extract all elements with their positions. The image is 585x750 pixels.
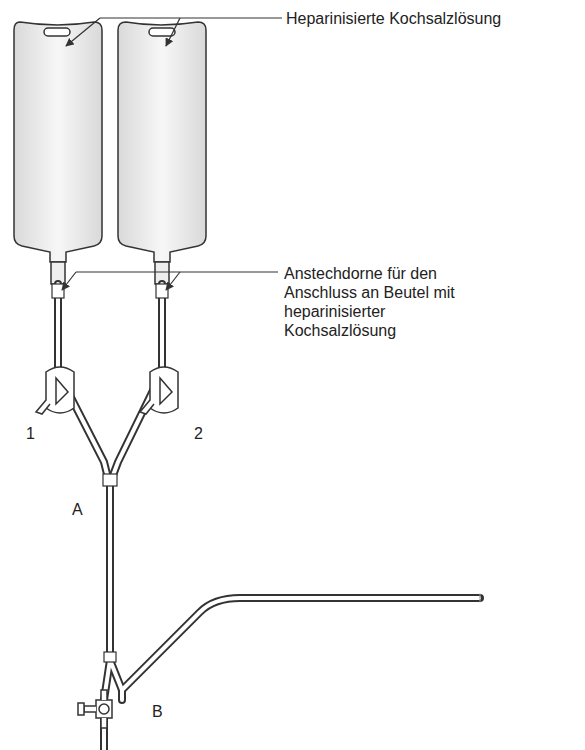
- callout-number: 1: [26, 424, 35, 443]
- callout-label: Heparinisierte Kochsalzlösung: [286, 9, 501, 28]
- part-letter: B: [152, 702, 163, 721]
- callout-number: 2: [194, 424, 203, 443]
- callout-label: Anstechdorne für den Anschluss an Beutel…: [284, 264, 474, 340]
- stopcock: [78, 690, 112, 728]
- roller-clamp: [36, 367, 178, 414]
- part-letter: A: [72, 500, 83, 519]
- tubing: [52, 284, 480, 750]
- saline-bag: [14, 22, 102, 284]
- saline-bag: [118, 22, 206, 284]
- leader-line: [62, 18, 282, 290]
